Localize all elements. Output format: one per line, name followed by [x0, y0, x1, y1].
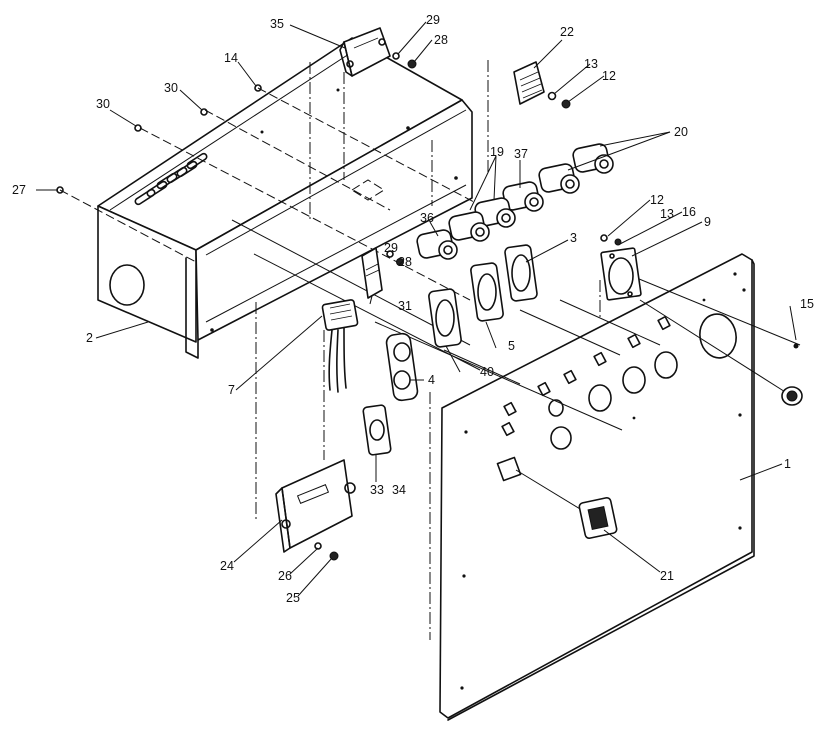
outlet-plate-9 — [600, 247, 642, 301]
bushing-15 — [781, 343, 803, 406]
callout-5: 5 — [508, 339, 515, 353]
plug-bodies — [416, 143, 614, 260]
circuit-board-24 — [275, 459, 356, 553]
bracket-31 — [361, 247, 404, 299]
assembly-lines — [59, 60, 801, 640]
callout-40: 40 — [480, 365, 494, 379]
leader-lines — [36, 21, 797, 597]
nut-12-13-top — [547, 91, 571, 109]
callout-12a: 12 — [602, 69, 616, 83]
rocker-switch-21 — [578, 497, 618, 539]
callout-30a: 30 — [96, 97, 110, 111]
callout-12b: 12 — [650, 193, 664, 207]
callout-labels: 1 2 3 4 5 7 9 12 12 13 13 14 15 16 19 20… — [12, 13, 814, 605]
callout-21: 21 — [660, 569, 674, 583]
callout-14: 14 — [224, 51, 238, 65]
front-panel — [439, 253, 755, 721]
nuts-25-26 — [314, 542, 339, 561]
housing-enclosure — [97, 37, 473, 359]
receptacle-plates — [362, 244, 538, 456]
callout-3: 3 — [570, 231, 577, 245]
callout-31: 31 — [398, 299, 412, 313]
callout-33: 33 — [370, 483, 384, 497]
callout-29a: 29 — [426, 13, 440, 27]
callout-26: 26 — [278, 569, 292, 583]
callout-22: 22 — [560, 25, 574, 39]
callout-16: 16 — [682, 205, 696, 219]
callout-37: 37 — [514, 147, 528, 161]
vent-slots — [134, 152, 208, 206]
relay-35 — [339, 27, 391, 77]
callout-28a: 28 — [434, 33, 448, 47]
callout-24: 24 — [220, 559, 234, 573]
callout-25: 25 — [286, 591, 300, 605]
callout-19: 19 — [490, 145, 504, 159]
callout-15: 15 — [800, 297, 814, 311]
callout-13b: 13 — [660, 207, 674, 221]
callout-7: 7 — [228, 383, 235, 397]
callout-34: 34 — [392, 483, 406, 497]
callout-36: 36 — [420, 211, 434, 225]
callout-35: 35 — [270, 17, 284, 31]
callout-4: 4 — [428, 373, 435, 387]
callout-13a: 13 — [584, 57, 598, 71]
callout-2: 2 — [86, 331, 93, 345]
callout-20: 20 — [674, 125, 688, 139]
callout-28b: 28 — [398, 255, 412, 269]
callout-9: 9 — [704, 215, 711, 229]
callout-27: 27 — [12, 183, 26, 197]
connector-7 — [321, 299, 359, 393]
callout-30b: 30 — [164, 81, 178, 95]
terminal-block-22 — [513, 61, 545, 105]
nuts-12-13-16 — [600, 234, 622, 246]
callout-1: 1 — [784, 457, 791, 471]
callout-29b: 29 — [384, 241, 398, 255]
